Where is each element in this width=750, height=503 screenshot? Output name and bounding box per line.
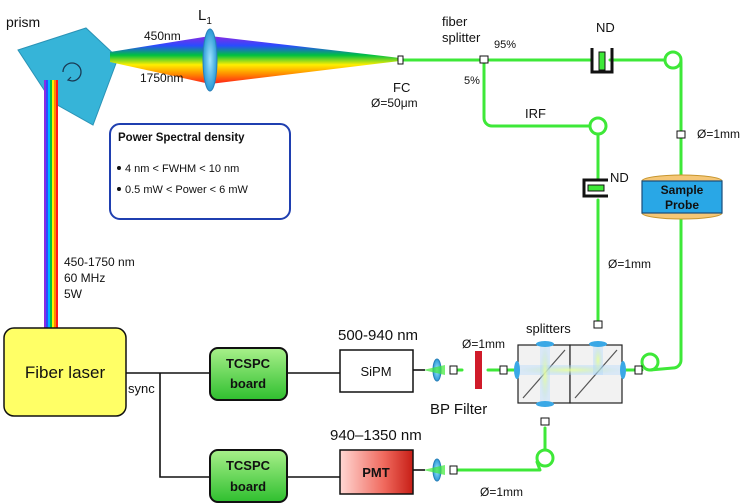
split-95-label: 95%: [494, 39, 516, 51]
sipm-label: SiPM: [360, 364, 391, 379]
sync-label: sync: [128, 381, 155, 396]
laser-spec-line-3: 5W: [64, 287, 83, 301]
fiber-laser-label: Fiber laser: [25, 363, 106, 382]
irf-label: IRF: [525, 106, 546, 121]
sample-label-1: Sample: [661, 183, 704, 197]
psd-title: Power Spectral density: [118, 132, 245, 144]
nd-top-label: ND: [596, 20, 615, 35]
prism: [17, 27, 119, 126]
diameter-mid-label: Ø=1mm: [608, 257, 651, 271]
board-label-1: board: [230, 376, 266, 391]
lens-label: L1: [198, 7, 212, 27]
fiber-connectors: [397, 55, 686, 475]
signal-wires: [126, 369, 425, 478]
psd-box: [109, 123, 291, 220]
board-label-2: board: [230, 479, 266, 494]
lens-l1: [202, 28, 218, 92]
sipm-box: [339, 349, 414, 393]
wavelength-high-label: 1750nm: [140, 71, 183, 85]
diameter-right-label: Ø=1mm: [697, 127, 740, 141]
bp-filter: [475, 351, 482, 389]
fc-diameter-label: Ø=50μm: [371, 96, 418, 110]
psd-bullet-2: [117, 187, 121, 191]
fc-label: FC: [393, 80, 410, 95]
beam-splitters: [514, 341, 626, 407]
tcspc-box-2: [209, 449, 288, 503]
pmt-label: PMT: [362, 465, 390, 480]
tcspc-box-1: [209, 347, 288, 401]
sample-label-2: Probe: [665, 198, 699, 212]
splitters-label: splitters: [526, 321, 571, 336]
lens-label-sub: 1: [206, 16, 212, 27]
rainbow-fiber-vertical: [44, 80, 58, 330]
bp-filter-label: BP Filter: [430, 401, 487, 418]
pmt-range-label: 940–1350 nm: [330, 427, 422, 444]
psd-item-2: 0.5 mW < Power < 6 mW: [125, 184, 248, 196]
nd-mid-label: ND: [610, 170, 629, 185]
diameter-bottom-label: Ø=1mm: [480, 485, 523, 499]
pmt-box: [339, 449, 414, 495]
laser-spec-line-1: 450-1750 nm: [64, 255, 135, 269]
sipm-range-label: 500-940 nm: [338, 327, 418, 344]
nd-filter-top: [590, 48, 614, 74]
wavelength-low-label: 450nm: [144, 29, 181, 43]
fiber-laser-box: [3, 327, 127, 417]
tcspc-label-2: TCSPC: [226, 458, 271, 473]
tcspc-label-1: TCSPC: [226, 356, 271, 371]
psd-bullet-1: [117, 166, 121, 170]
diameter-splitter-label: Ø=1mm: [462, 337, 505, 351]
fiber-splitter-label-2: splitter: [442, 30, 481, 45]
fiber-splitter-label-1: fiber: [442, 14, 468, 29]
laser-spec-line-2: 60 MHz: [64, 271, 105, 285]
split-5-label: 5%: [464, 75, 480, 87]
sample-probe: [641, 174, 723, 220]
detector-lenses: [423, 358, 445, 482]
prism-label: prism: [6, 14, 40, 30]
nd-filter-mid: [582, 178, 608, 198]
rainbow-beam: [110, 36, 400, 84]
psd-item-1: 4 nm < FWHM < 10 nm: [125, 163, 239, 175]
